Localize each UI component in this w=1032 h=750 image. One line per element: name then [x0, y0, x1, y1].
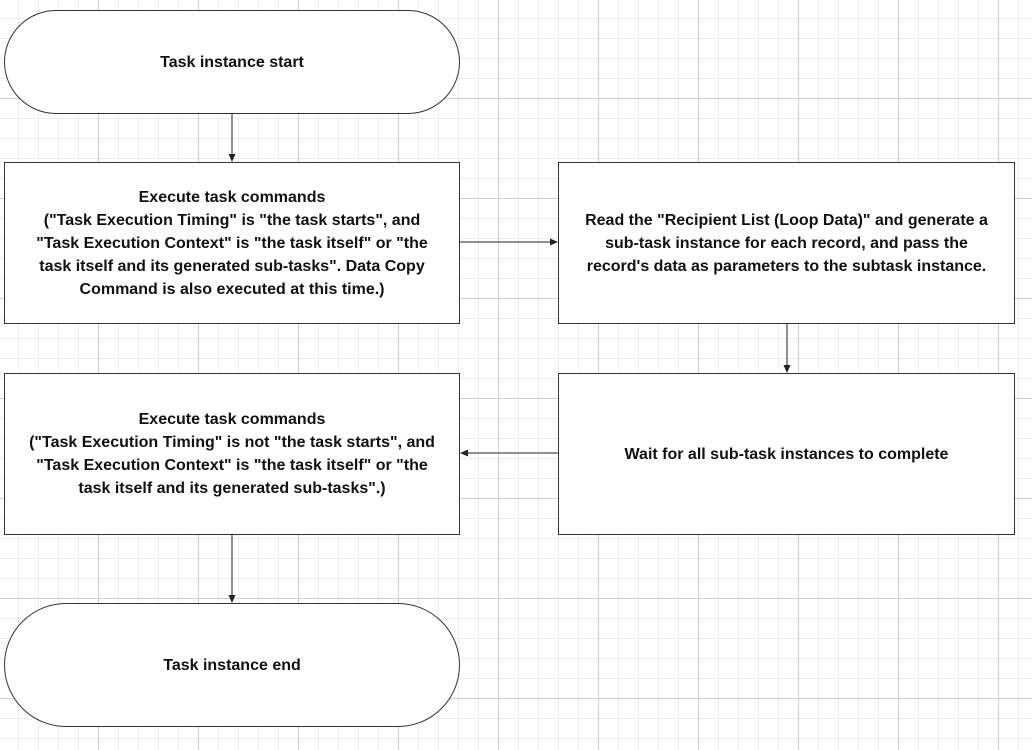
read-recipients-line-1: Read the "Recipient List (Loop Data)" an…	[585, 211, 988, 229]
execute-initial-line-1: Execute task commands	[138, 188, 326, 206]
read-recipients-line-3: record's data as parameters to the subta…	[586, 257, 987, 275]
execute-remaining-line-4: task itself and its generated sub-tasks"…	[78, 480, 386, 497]
execute-initial-line-2: ("Task Execution Timing" is "the task st…	[43, 211, 421, 229]
read-recipients-line-2: sub-task instance for each record, and p…	[605, 234, 968, 252]
execute-remaining-line-2: ("Task Execution Timing" is not "the tas…	[29, 434, 435, 451]
end-node[interactable]: Task instance end	[4, 603, 460, 727]
execute-initial-commands-node[interactable]: Execute task commands ("Task Execution T…	[4, 162, 460, 324]
read-recipient-list-node[interactable]: Read the "Recipient List (Loop Data)" an…	[558, 162, 1015, 324]
execute-initial-line-4: task itself and its generated sub-tasks"…	[39, 257, 425, 275]
execute-remaining-line-1: Execute task commands	[138, 411, 326, 428]
end-node-label: Task instance end	[163, 656, 301, 674]
execute-initial-line-5: Command is also executed at this time.)	[79, 280, 385, 298]
execute-remaining-commands-node[interactable]: Execute task commands ("Task Execution T…	[4, 373, 460, 535]
wait-subtasks-node[interactable]: Wait for all sub-task instances to compl…	[558, 373, 1015, 535]
wait-subtasks-label: Wait for all sub-task instances to compl…	[624, 445, 949, 463]
start-node[interactable]: Task instance start	[4, 10, 460, 114]
execute-remaining-line-3: "Task Execution Context" is "the task it…	[36, 457, 428, 474]
execute-initial-line-3: "Task Execution Context" is "the task it…	[36, 234, 428, 252]
start-node-label: Task instance start	[160, 53, 304, 71]
